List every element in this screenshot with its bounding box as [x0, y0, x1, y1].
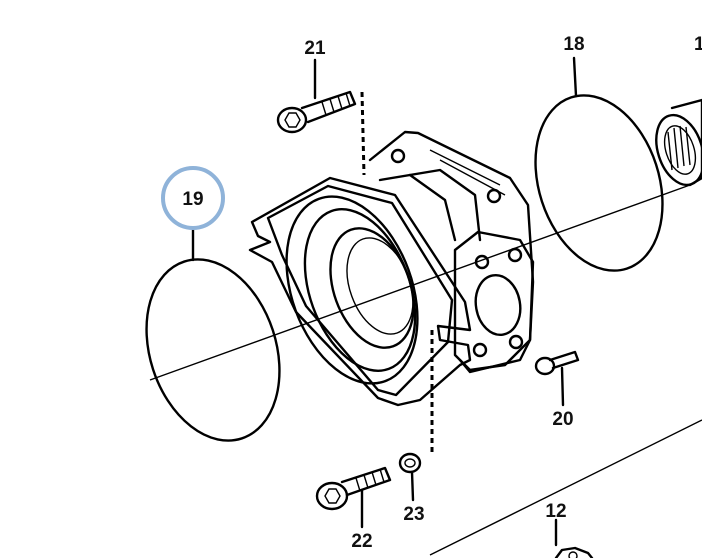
callout-20[interactable]: 20: [552, 409, 573, 430]
screw-20[interactable]: [534, 350, 580, 376]
centre-axis-line: [149, 184, 702, 556]
callout-21[interactable]: 21: [304, 38, 326, 59]
callout-12[interactable]: 12: [545, 501, 566, 522]
callout-22[interactable]: 22: [351, 531, 372, 552]
selected-callout-highlight: [161, 166, 225, 230]
housing[interactable]: [248, 130, 535, 407]
shaft-part-1[interactable]: [648, 98, 702, 191]
part-12[interactable]: [554, 546, 594, 558]
callout-18[interactable]: 18: [563, 34, 584, 55]
assembly-guide-lines: [360, 91, 434, 455]
leader-lines: [191, 56, 578, 547]
callout-1-partial[interactable]: 1: [694, 34, 702, 55]
washer-23[interactable]: [398, 452, 422, 474]
screw-22[interactable]: [315, 466, 392, 511]
o-ring-18[interactable]: [514, 79, 684, 287]
callout-23[interactable]: 23: [403, 504, 424, 525]
screw-21[interactable]: [276, 90, 357, 134]
callout-19[interactable]: 19: [182, 189, 203, 210]
o-ring-19[interactable]: [124, 242, 301, 458]
